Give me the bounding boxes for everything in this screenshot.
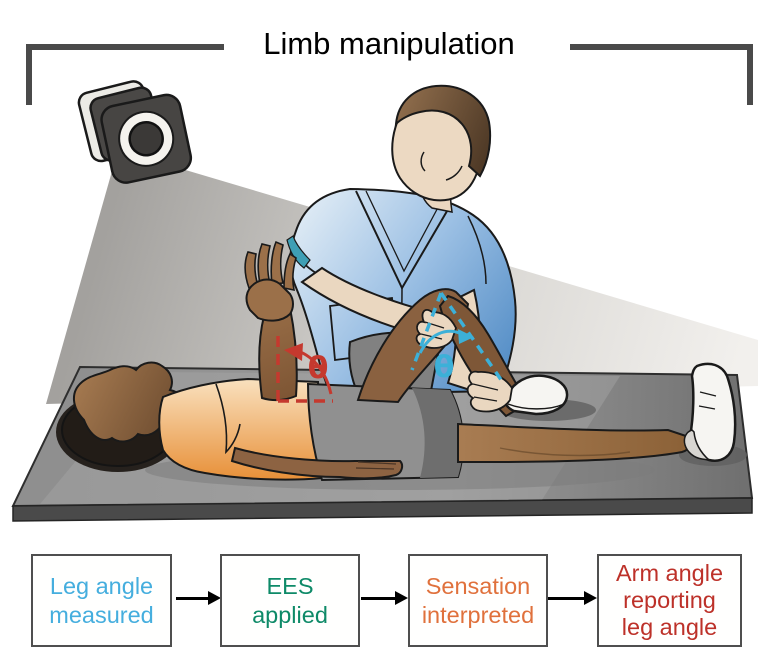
flow-box-line: Sensation [425,573,531,600]
patient-figure [61,240,737,482]
camera-icon [77,80,193,184]
arm-angle-arrowhead [284,343,303,361]
hand-behind-knee [415,309,457,349]
leg-angle-right-dash [439,292,506,385]
leg-angle-theta: θ [434,350,455,385]
flow-box-line: applied [252,601,328,628]
hand-at-ankle [466,370,513,413]
flow-arrow-1 [176,591,221,605]
clinician-hands [415,309,513,413]
title-bracket-right [570,44,753,105]
patient-near-arm [230,446,404,480]
patient-head [73,361,186,443]
patient-shirt [158,377,324,481]
clinician-hair [394,84,492,178]
leg-angle-annotation: θ [410,292,506,385]
flow-box-line: interpreted [421,601,535,628]
arm-angle-theta: θ [308,351,329,386]
patient-raised-hand [244,240,297,322]
title-bracket-left [26,44,224,105]
flow-box-sensation-interpreted: Sensation interpreted [408,554,548,647]
flow-box-line: Leg angle [49,573,154,600]
arm-angle-annotation: θ [276,336,333,403]
flow-box-leg-angle-measured: Leg angle measured [31,554,172,647]
flow-box-line: reporting [623,586,716,613]
limb-manipulation-illustration: θ θ [11,80,758,522]
camera-lens [128,121,164,157]
flow-box-arm-angle-reporting: Arm angle reporting leg angle [597,554,742,647]
patient-right-shoe [683,362,737,462]
flow-arrow-3 [548,591,597,605]
flow-box-ees-applied: EES applied [220,554,360,647]
leg-angle-arc-arrow [418,329,463,354]
figure-title: Limb manipulation [263,26,515,61]
flow-box-line: leg angle [621,614,718,641]
flow-arrow-2 [361,591,408,605]
flow-box-line: EES [266,573,314,600]
leg-angle-left-dash [410,292,443,371]
patient-held-shoe [504,374,569,416]
flow-box-line: Arm angle [615,559,724,586]
leg-angle-arrowhead [458,329,474,344]
flow-box-line: measured [49,601,154,628]
patient-extended-leg [457,422,691,463]
mat-front-edge [12,497,753,522]
